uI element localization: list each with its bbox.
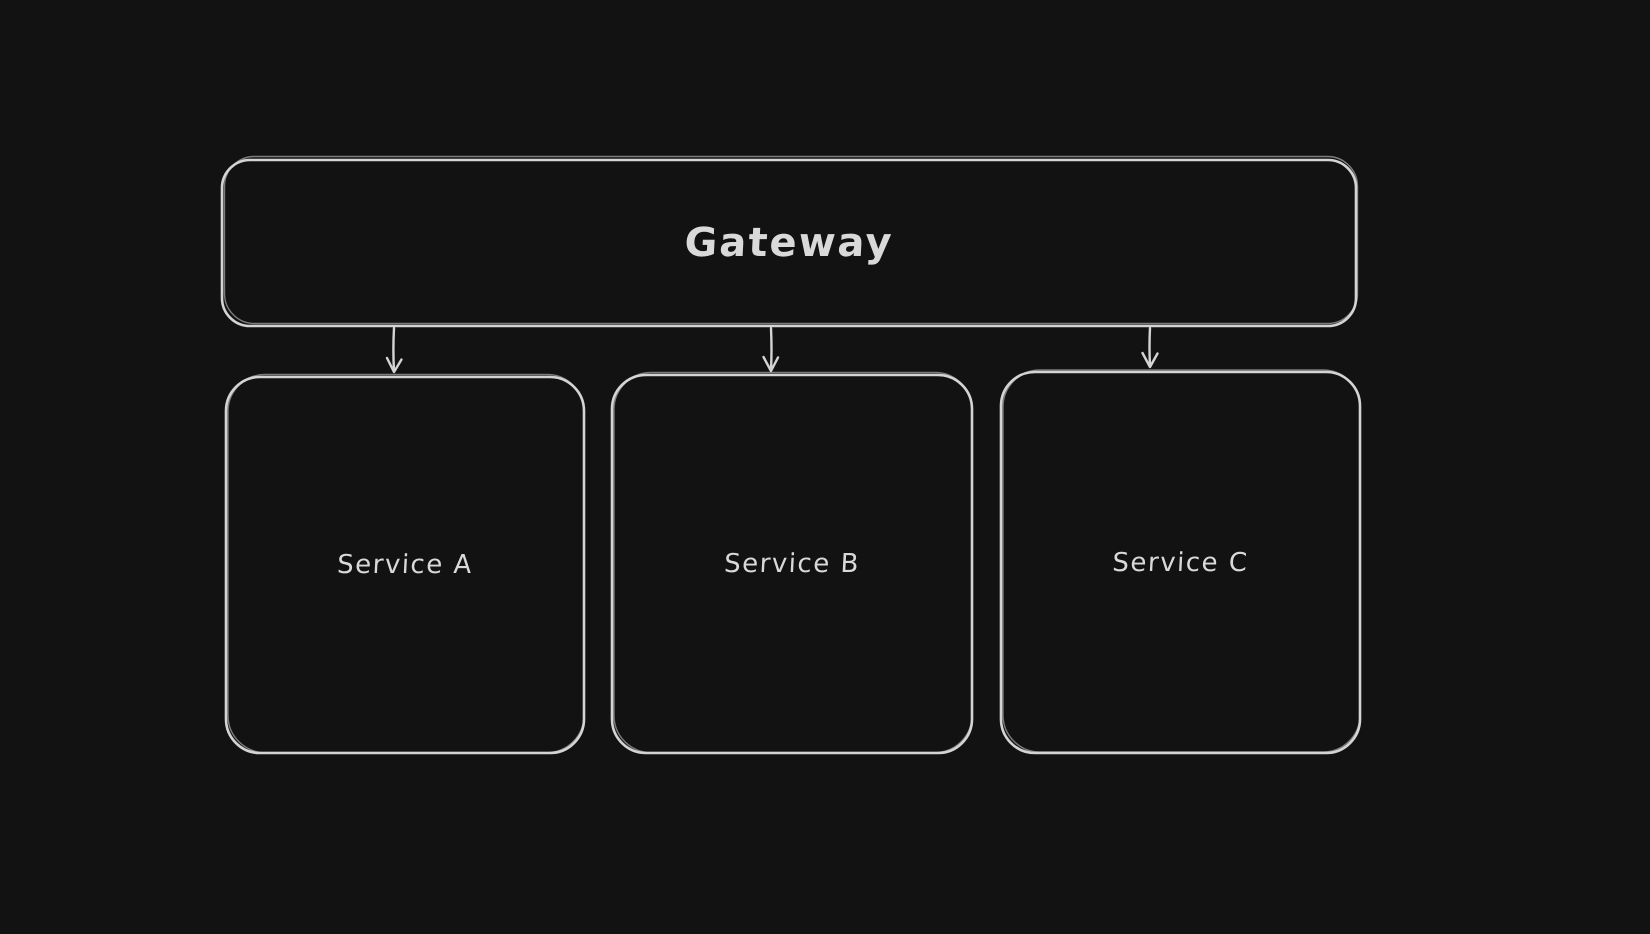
arrow-gateway-to-service-a-stem <box>392 326 396 373</box>
arrow-gateway-to-service-c-stem <box>1148 326 1152 368</box>
service-b-node-box-ghost-stroke <box>613 371 973 754</box>
service-c-node-box <box>999 369 1362 755</box>
service-b-node-box <box>610 371 974 755</box>
service-a-node-box <box>224 373 586 755</box>
service-c-node-box-stroke <box>999 370 1362 755</box>
arrow-gateway-to-service-b <box>762 326 780 373</box>
gateway-node-box-ghost-stroke <box>223 155 1359 325</box>
gateway-node-box-stroke <box>220 158 1358 328</box>
arrow-gateway-to-service-c-head <box>1141 351 1159 369</box>
service-c-node-box-ghost-stroke <box>1002 369 1361 753</box>
arrow-gateway-to-service-a <box>385 326 403 374</box>
arrow-gateway-to-service-a-head <box>385 356 403 374</box>
gateway-node-box <box>220 155 1359 328</box>
service-a-node-box-stroke <box>224 375 586 755</box>
arrow-gateway-to-service-c <box>1141 326 1159 369</box>
arrow-gateway-to-service-b-head <box>762 355 780 373</box>
service-a-node-box-ghost-stroke <box>227 373 585 754</box>
service-b-node-box-stroke <box>610 373 974 755</box>
arrow-gateway-to-service-b-stem <box>769 326 773 372</box>
